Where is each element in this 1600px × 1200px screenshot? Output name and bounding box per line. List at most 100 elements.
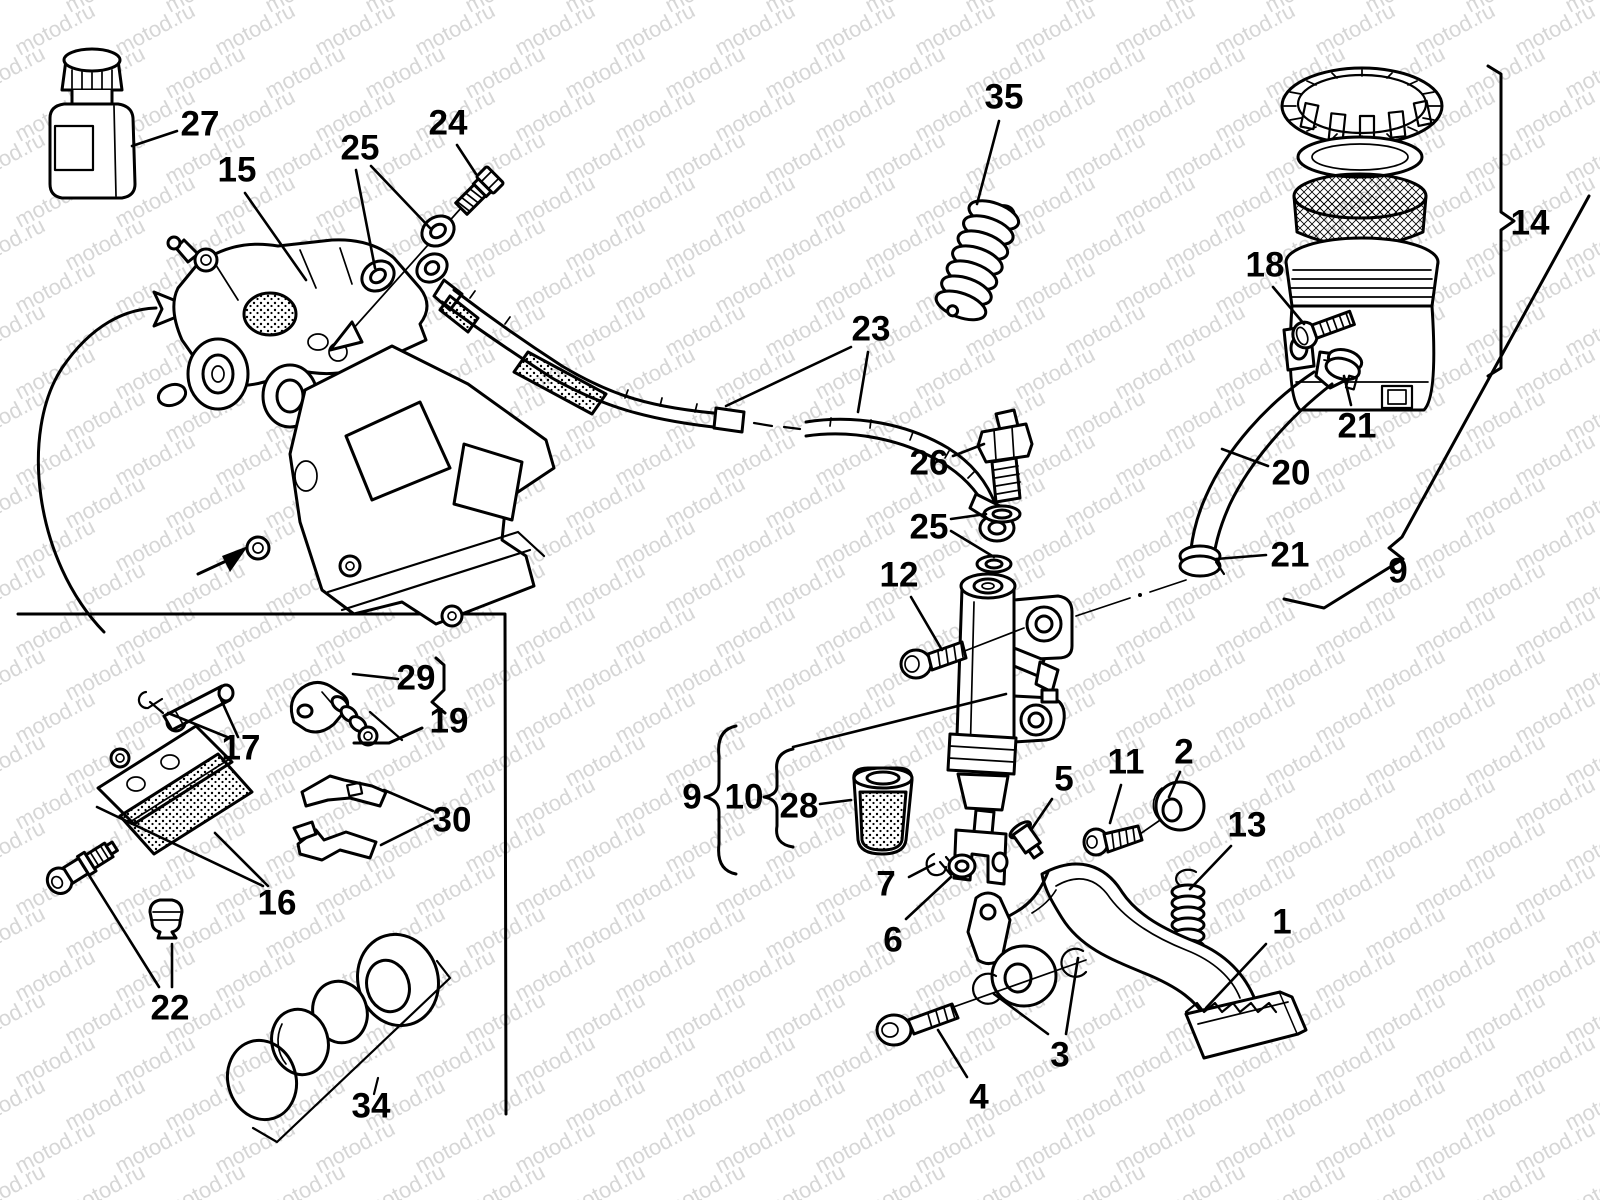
leader-line-28 (818, 798, 853, 806)
callout-11: 11 (1108, 743, 1145, 782)
callout-2: 2 (1174, 733, 1193, 772)
callout-14: 14 (1511, 204, 1550, 243)
brace-9-left (703, 724, 738, 876)
brake-pedal (966, 862, 1308, 1060)
pad-clip (289, 681, 349, 734)
callout-29: 29 (397, 659, 436, 698)
watermark-text: motod.ru (461, 1159, 549, 1200)
pin-washer (947, 853, 977, 879)
pad-springs (292, 774, 388, 862)
watermark-text: motod.ru (1561, 1159, 1600, 1200)
leader-line-6 (904, 875, 953, 921)
leader-line-26 (951, 442, 986, 458)
callout-34: 34 (352, 1087, 391, 1126)
hose-clamp-upper (1324, 348, 1364, 391)
leader-line-16 (95, 805, 265, 888)
leader-line-21 (1342, 374, 1353, 407)
callout-9: 9 (1388, 552, 1407, 591)
watermark-text: motod.ru (0, 729, 49, 792)
master-cylinder (946, 572, 1187, 886)
leader-line-23 (856, 350, 870, 414)
leader-line-25 (949, 512, 988, 521)
callout-13: 13 (1228, 806, 1267, 845)
watermark-text: motod.ru (0, 643, 49, 706)
watermark-text: motod.ru (261, 1159, 349, 1200)
diaphragm-plate (1296, 135, 1424, 179)
clip-screw (330, 695, 379, 747)
callout-28: 28 (780, 787, 819, 826)
hose-spring-guard (934, 199, 1021, 322)
watermark-text: motod.ru (1361, 1159, 1449, 1200)
watermark-text: motod.ru (0, 127, 49, 190)
leader-line-18 (1271, 285, 1306, 326)
caliper-bracket (245, 344, 556, 628)
callout-25: 25 (341, 129, 380, 168)
leader-line-30 (382, 788, 435, 813)
inset-box (16, 612, 508, 1116)
watermark-text: motod.ru (0, 1073, 49, 1136)
callout-20: 20 (1272, 454, 1311, 493)
callout-5: 5 (1054, 760, 1073, 799)
leader-line-7 (907, 862, 936, 879)
brace-10 (762, 747, 795, 849)
leader-line-30 (379, 817, 435, 847)
pushrod-end (1008, 820, 1044, 860)
leader-line-22 (80, 862, 161, 989)
callout-25: 25 (910, 508, 949, 547)
diaphragm (1292, 172, 1428, 248)
watermark-text: motod.ru (0, 213, 49, 276)
callout-19: 19 (430, 702, 469, 741)
callout-30: 30 (433, 801, 472, 840)
assembly-arrow (196, 546, 248, 576)
rubber-boot (852, 766, 914, 856)
watermark-text: motod.ru (0, 987, 49, 1050)
pressure-switch (976, 408, 1034, 504)
callout-27: 27 (181, 105, 220, 144)
leader-line-16 (213, 831, 270, 888)
watermark-text: motod.ru (361, 1159, 449, 1200)
callout-6: 6 (883, 921, 902, 960)
bracket-19 (352, 656, 447, 745)
callout-16: 16 (258, 884, 297, 923)
leader-line-10 (791, 692, 1008, 749)
piston-and-seals (226, 932, 452, 1144)
callout-23: 23 (852, 310, 891, 349)
callout-18: 18 (1246, 246, 1285, 285)
watermark-text: motod.ru (0, 557, 49, 620)
callout-9: 9 (682, 778, 701, 817)
watermark-text: motod.ru (61, 1159, 149, 1200)
leader-line-13 (1188, 844, 1233, 891)
fluid-bottle (48, 47, 137, 200)
brake-hose (415, 252, 1016, 543)
leader-line-17 (217, 693, 240, 739)
watermark-text: motod.ru (0, 41, 49, 104)
watermark-text: motod.ru (1161, 1159, 1249, 1200)
leader-line-4 (936, 1028, 969, 1079)
leader-line-3 (1064, 956, 1080, 1036)
callout-17: 17 (222, 729, 261, 768)
watermark-text: motod.ru (661, 1159, 749, 1200)
leader-line-15 (243, 191, 308, 282)
leader-line-5 (1029, 797, 1054, 832)
reservoir-cap (1280, 66, 1444, 146)
leader-line-2 (1167, 770, 1182, 799)
callout-4: 4 (969, 1078, 989, 1117)
mount-bolt-12 (899, 627, 1025, 680)
callout-26: 26 (910, 444, 949, 483)
leader-line-29 (351, 672, 400, 681)
hose-clamp-lower (1178, 544, 1226, 578)
callout-21: 21 (1271, 536, 1310, 575)
callout-10: 10 (725, 778, 764, 817)
watermark-text: motod.ru (0, 0, 49, 17)
watermark-text: motod.ru (961, 1159, 1049, 1200)
leader-line-20 (1220, 447, 1270, 468)
pivot-bolt-11 (1082, 815, 1167, 857)
banjo-bolt (454, 165, 505, 216)
leader-line-25 (369, 164, 432, 230)
callout-12: 12 (880, 556, 919, 595)
leader-line-12 (909, 595, 944, 652)
leader-line-21 (1214, 553, 1268, 561)
callout-22: 22 (151, 989, 190, 1028)
